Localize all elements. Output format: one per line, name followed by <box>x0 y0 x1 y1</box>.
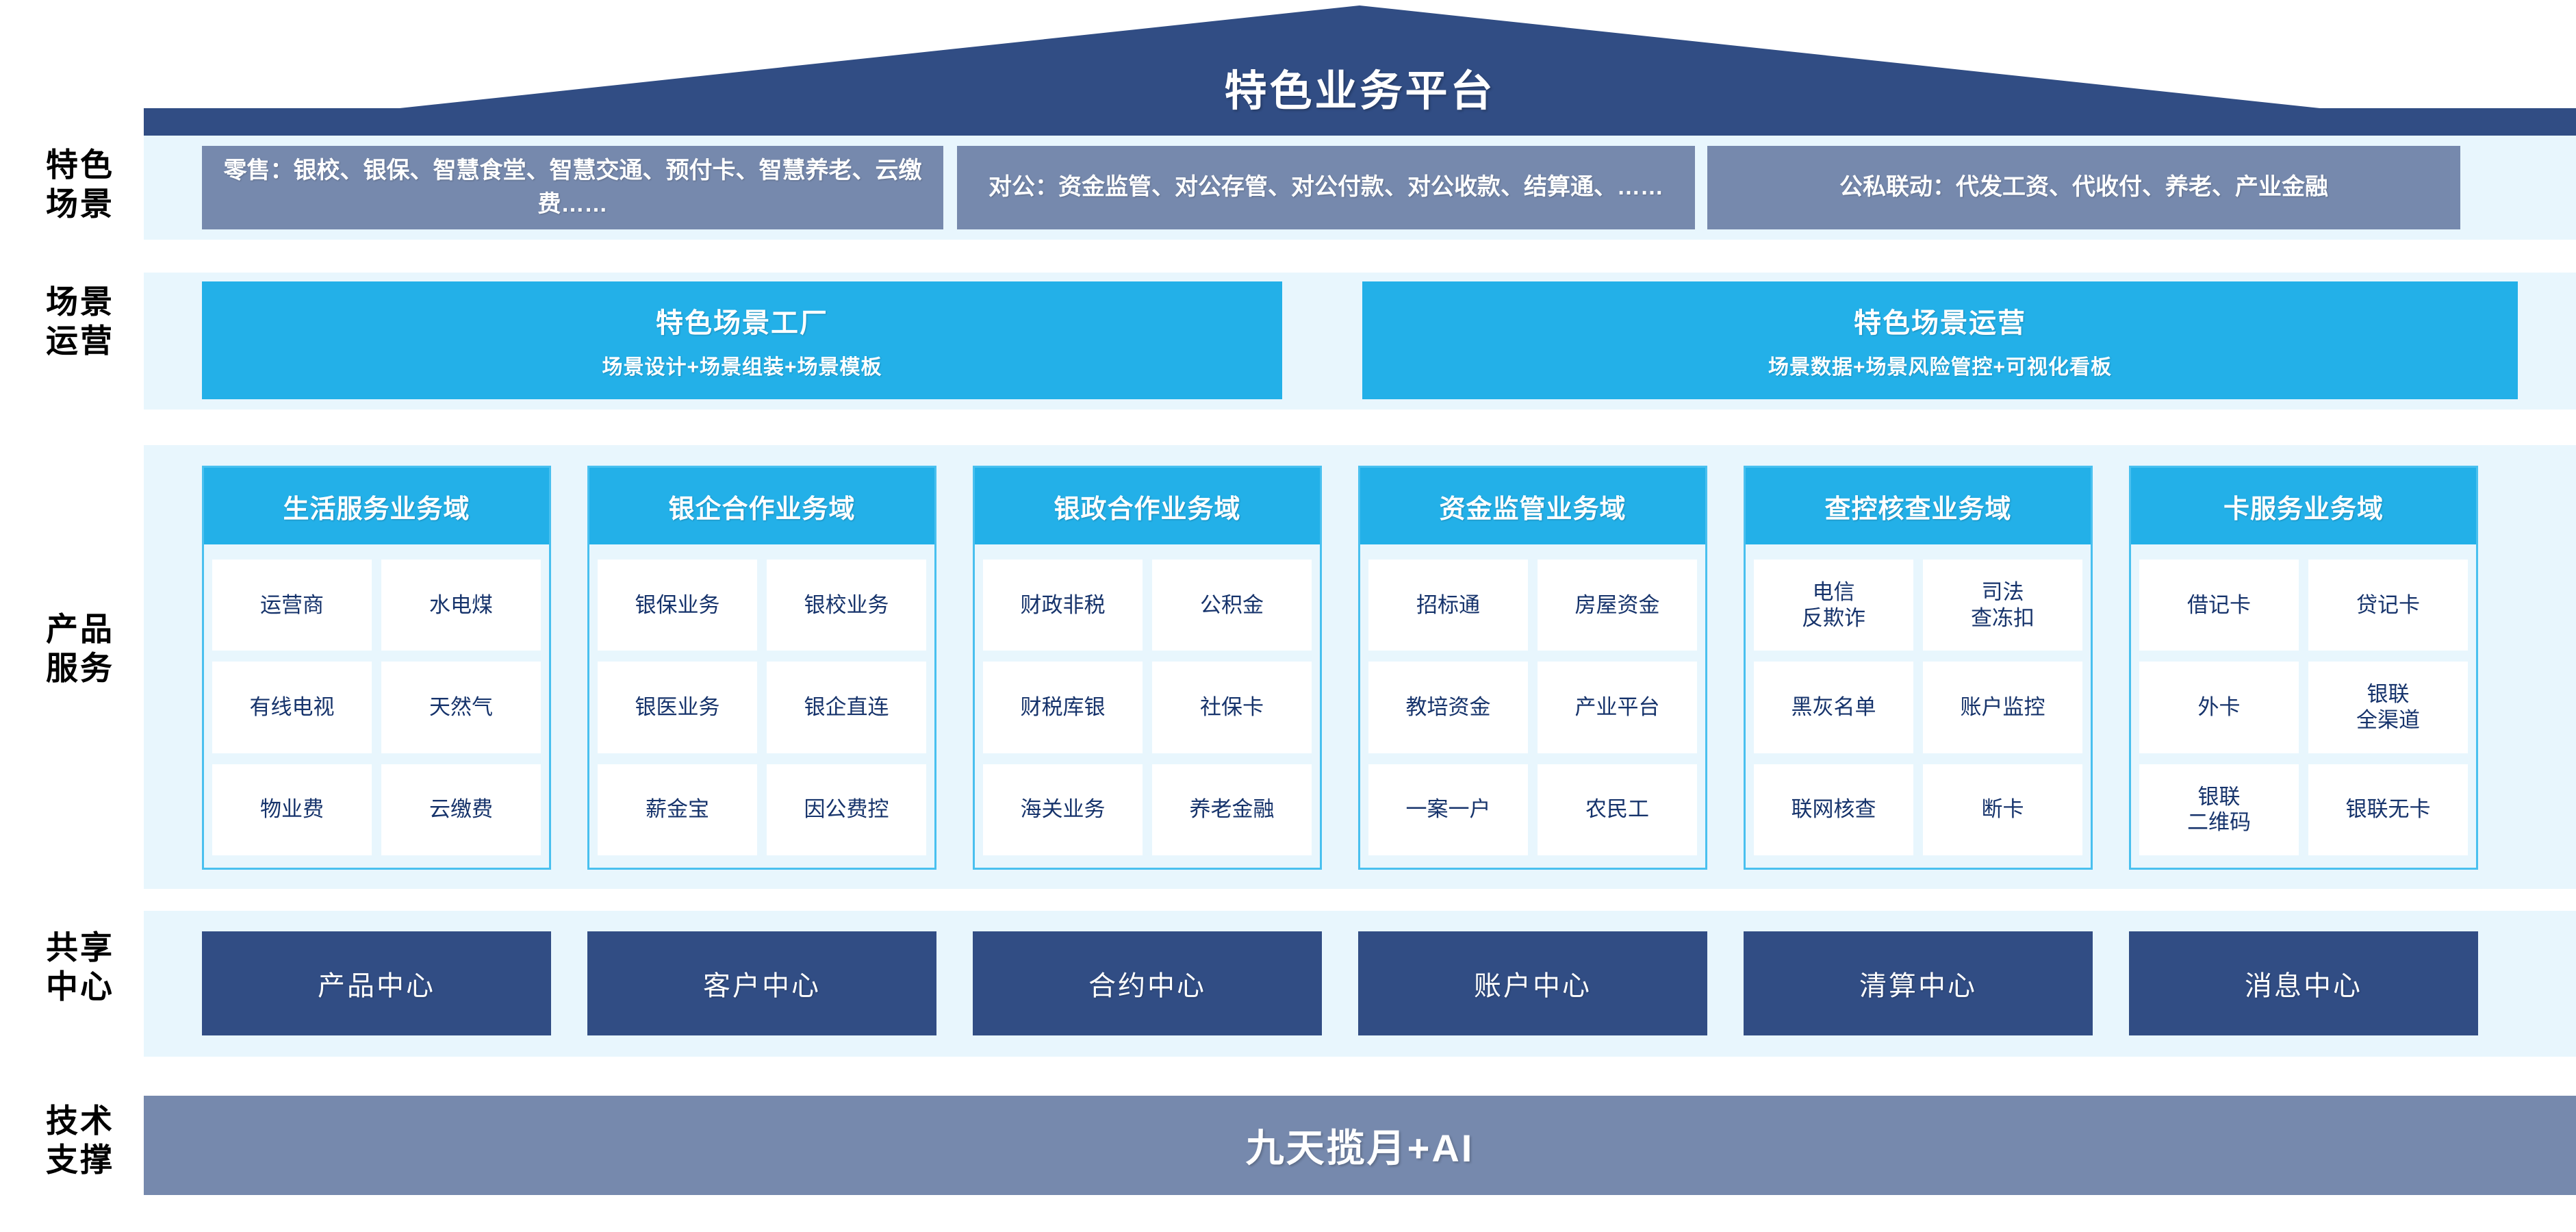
ops-factory-title: 特色场景工厂 <box>656 308 828 338</box>
shared-center-row-panel: 产品中心 客户中心 合约中心 账户中心 清算中心 消息中心 <box>144 911 2576 1057</box>
roof-shape <box>144 5 2576 136</box>
domain-cell[interactable]: 公积金 <box>1152 560 1312 651</box>
tech-support-bar[interactable]: 九天揽月+AI <box>144 1096 2576 1195</box>
center-box-clearing[interactable]: 清算中心 <box>1744 931 2093 1035</box>
center-box-customer[interactable]: 客户中心 <box>587 931 936 1035</box>
domain-column-investigation[interactable]: 查控核查业务域 电信 反欺诈 司法 查冻扣 黑灰名单 账户监控 联网核查 断卡 <box>1744 466 2093 870</box>
domain-cell[interactable]: 产业平台 <box>1538 662 1697 753</box>
operation-row-panel: 特色场景工厂 场景设计+场景组装+场景模板 特色场景运营 场景数据+场景风险管控… <box>144 273 2576 410</box>
domain-cell[interactable]: 因公费控 <box>767 764 926 855</box>
ops-factory-sub: 场景设计+场景组装+场景模板 <box>602 356 882 379</box>
domain-cell[interactable]: 银联 二维码 <box>2139 764 2299 855</box>
domain-cell[interactable]: 云缴费 <box>381 764 541 855</box>
domain-cell[interactable]: 养老金融 <box>1152 764 1312 855</box>
scene-box-linkage[interactable]: 公私联动：代发工资、代收付、养老、产业金融 <box>1707 146 2460 229</box>
product-row-panel: 生活服务业务域 运营商 水电煤 有线电视 天然气 物业费 云缴费 银企合作业务域… <box>144 445 2576 889</box>
domain-grid: 运营商 水电煤 有线电视 天然气 物业费 云缴费 <box>204 544 549 868</box>
domain-cell[interactable]: 银企直连 <box>767 662 926 753</box>
rail-label-tech: 技术 支撑 <box>46 1103 114 1179</box>
domain-grid: 电信 反欺诈 司法 查冻扣 黑灰名单 账户监控 联网核查 断卡 <box>1746 544 2091 868</box>
domain-cell[interactable]: 社保卡 <box>1152 662 1312 753</box>
domain-cell[interactable]: 外卡 <box>2139 662 2299 753</box>
ops-operation-sub: 场景数据+场景风险管控+可视化看板 <box>1768 356 2113 379</box>
domain-cell[interactable]: 黑灰名单 <box>1754 662 1913 753</box>
domain-column-card-service[interactable]: 卡服务业务域 借记卡 贷记卡 外卡 银联 全渠道 银联 二维码 银联无卡 <box>2129 466 2478 870</box>
domain-cell[interactable]: 招标通 <box>1368 560 1528 651</box>
domain-title: 生活服务业务域 <box>204 468 549 544</box>
center-box-contract[interactable]: 合约中心 <box>973 931 1322 1035</box>
scene-box-corporate[interactable]: 对公：资金监管、对公存管、对公付款、对公收款、结算通、…… <box>957 146 1695 229</box>
domain-cell[interactable]: 电信 反欺诈 <box>1754 560 1913 651</box>
domain-title: 银企合作业务域 <box>589 468 934 544</box>
domain-cell[interactable]: 银校业务 <box>767 560 926 651</box>
ops-operation-title: 特色场景运营 <box>1854 308 2026 338</box>
domain-column-life-service[interactable]: 生活服务业务域 运营商 水电煤 有线电视 天然气 物业费 云缴费 <box>202 466 551 870</box>
ops-box-scene-factory[interactable]: 特色场景工厂 场景设计+场景组装+场景模板 <box>202 281 1282 399</box>
domain-cell[interactable]: 财税库银 <box>983 662 1143 753</box>
domain-cell[interactable]: 水电煤 <box>381 560 541 651</box>
rail-label-center: 共享 中心 <box>46 929 114 1005</box>
tech-support-label: 九天揽月+AI <box>1245 1127 1475 1170</box>
domain-column-bank-enterprise[interactable]: 银企合作业务域 银保业务 银校业务 银医业务 银企直连 薪金宝 因公费控 <box>587 466 936 870</box>
domain-title: 资金监管业务域 <box>1360 468 1705 544</box>
domain-cell[interactable]: 海关业务 <box>983 764 1143 855</box>
scene-box-retail[interactable]: 零售：银校、银保、智慧食堂、智慧交通、预付卡、智慧养老、云缴费…… <box>202 146 943 229</box>
domain-cell[interactable]: 天然气 <box>381 662 541 753</box>
domain-column-bank-government[interactable]: 银政合作业务域 财政非税 公积金 财税库银 社保卡 海关业务 养老金融 <box>973 466 1322 870</box>
domain-cell[interactable]: 银医业务 <box>598 662 757 753</box>
ops-box-scene-operation[interactable]: 特色场景运营 场景数据+场景风险管控+可视化看板 <box>1362 281 2518 399</box>
domain-title: 查控核查业务域 <box>1746 468 2091 544</box>
domain-grid: 财政非税 公积金 财税库银 社保卡 海关业务 养老金融 <box>975 544 1320 868</box>
domain-cell[interactable]: 房屋资金 <box>1538 560 1697 651</box>
domain-cell[interactable]: 运营商 <box>212 560 372 651</box>
domain-cell[interactable]: 联网核查 <box>1754 764 1913 855</box>
domain-cell[interactable]: 薪金宝 <box>598 764 757 855</box>
domain-title: 卡服务业务域 <box>2131 468 2476 544</box>
rail-label-product: 产品 服务 <box>46 611 114 687</box>
domain-grid: 招标通 房屋资金 教培资金 产业平台 一案一户 农民工 <box>1360 544 1705 868</box>
scene-row-panel: 零售：银校、银保、智慧食堂、智慧交通、预付卡、智慧养老、云缴费…… 对公：资金监… <box>144 136 2576 240</box>
domain-cell[interactable]: 一案一户 <box>1368 764 1528 855</box>
domain-cell[interactable]: 物业费 <box>212 764 372 855</box>
domain-cell[interactable]: 账户监控 <box>1923 662 2082 753</box>
domain-title: 银政合作业务域 <box>975 468 1320 544</box>
domain-cell[interactable]: 借记卡 <box>2139 560 2299 651</box>
domain-grid: 银保业务 银校业务 银医业务 银企直连 薪金宝 因公费控 <box>589 544 934 868</box>
domain-grid: 借记卡 贷记卡 外卡 银联 全渠道 银联 二维码 银联无卡 <box>2131 544 2476 868</box>
domain-cell[interactable]: 司法 查冻扣 <box>1923 560 2082 651</box>
center-box-account[interactable]: 账户中心 <box>1358 931 1707 1035</box>
rail-label-operation: 场景 运营 <box>46 284 114 360</box>
rail-label-scene: 特色 场景 <box>46 147 114 223</box>
domain-cell[interactable]: 断卡 <box>1923 764 2082 855</box>
page-title: 特色业务平台 <box>1224 68 1496 115</box>
domain-cell[interactable]: 财政非税 <box>983 560 1143 651</box>
domain-cell[interactable]: 贷记卡 <box>2308 560 2468 651</box>
domain-cell[interactable]: 农民工 <box>1538 764 1697 855</box>
domain-cell[interactable]: 教培资金 <box>1368 662 1528 753</box>
domain-cell[interactable]: 银联无卡 <box>2308 764 2468 855</box>
domain-cell[interactable]: 银保业务 <box>598 560 757 651</box>
domain-cell[interactable]: 有线电视 <box>212 662 372 753</box>
domain-cell[interactable]: 银联 全渠道 <box>2308 662 2468 753</box>
center-box-product[interactable]: 产品中心 <box>202 931 551 1035</box>
center-box-message[interactable]: 消息中心 <box>2129 931 2478 1035</box>
domain-column-fund-supervision[interactable]: 资金监管业务域 招标通 房屋资金 教培资金 产业平台 一案一户 农民工 <box>1358 466 1707 870</box>
platform-roof: 特色业务平台 <box>144 5 2576 136</box>
